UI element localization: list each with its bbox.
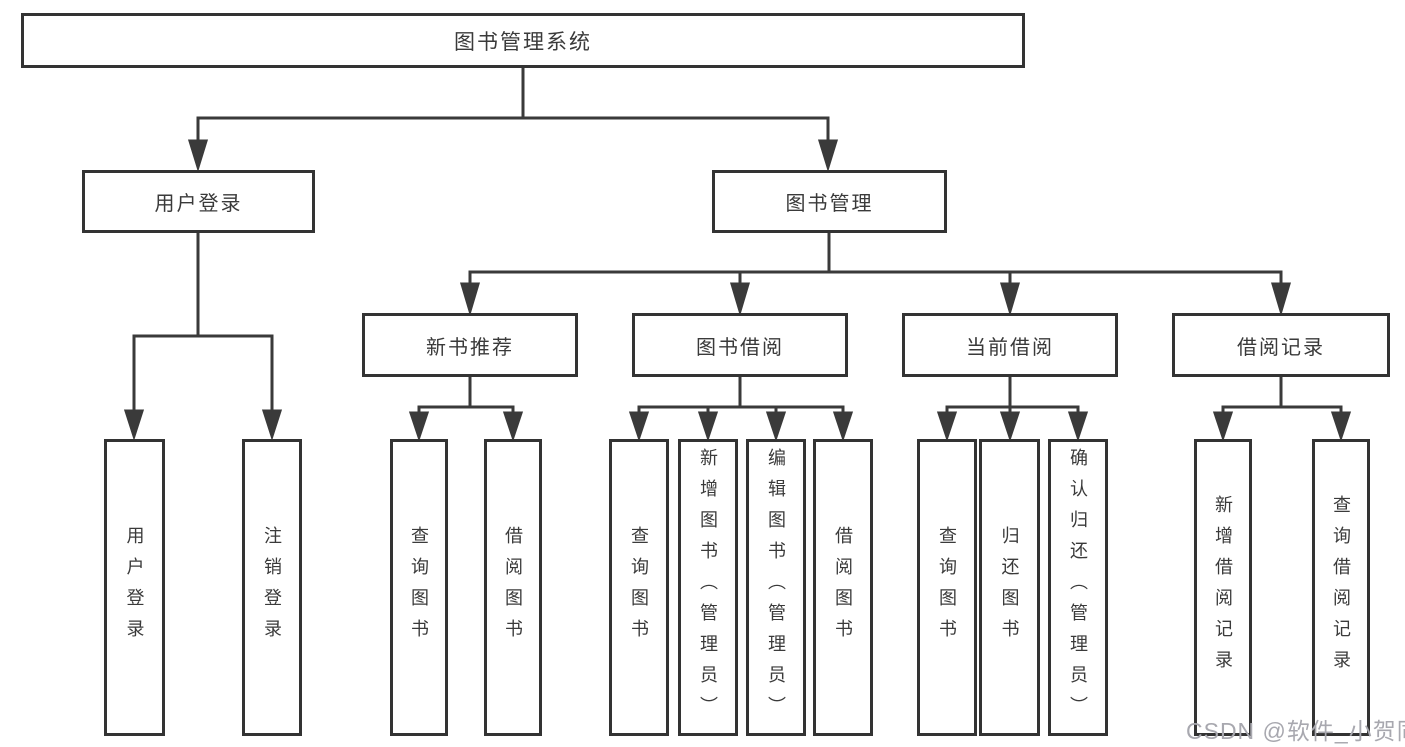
leaf-query-borrow-record-label: 查询借阅记录	[1331, 494, 1351, 681]
leaf-query-books-1-label: 查询图书	[409, 525, 429, 650]
leaf-edit-book-admin-label: 编辑图书（管理员）	[766, 448, 786, 727]
node-user-login-label: 用户登录	[154, 193, 243, 215]
node-user-login: 用户登录	[82, 170, 315, 233]
leaf-borrow-books-1: 借阅图书	[484, 439, 542, 736]
leaf-query-books-2-label: 查询图书	[629, 525, 649, 650]
node-book-management: 图书管理	[712, 170, 947, 233]
leaf-confirm-return-admin-label: 确认归还（管理员）	[1068, 448, 1088, 727]
leaf-add-borrow-record-label: 新增借阅记录	[1213, 494, 1233, 681]
node-book-management-label: 图书管理	[785, 193, 874, 215]
leaf-logout-label: 注销登录	[262, 525, 282, 650]
node-new-book-recommend: 新书推荐	[362, 313, 578, 377]
node-borrow-records-label: 借阅记录	[1237, 336, 1325, 359]
leaf-add-book-admin-label: 新增图书（管理员）	[698, 448, 718, 727]
leaf-user-login: 用户登录	[104, 439, 165, 736]
leaf-user-login-label: 用户登录	[124, 525, 145, 650]
leaf-confirm-return-admin: 确认归还（管理员）	[1048, 439, 1108, 736]
leaf-add-borrow-record: 新增借阅记录	[1194, 439, 1252, 736]
leaf-add-book-admin: 新增图书（管理员）	[678, 439, 738, 736]
leaf-borrow-books-2-label: 借阅图书	[833, 525, 853, 650]
leaf-return-book: 归还图书	[979, 439, 1040, 736]
leaf-logout: 注销登录	[242, 439, 302, 736]
leaf-borrow-books-2: 借阅图书	[813, 439, 873, 736]
node-book-borrow: 图书借阅	[632, 313, 848, 377]
leaf-query-borrow-record: 查询借阅记录	[1312, 439, 1370, 736]
leaf-query-books-3: 查询图书	[917, 439, 977, 736]
leaf-query-books-2: 查询图书	[609, 439, 669, 736]
node-current-borrow: 当前借阅	[902, 313, 1118, 377]
node-root: 图书管理系统	[21, 13, 1025, 68]
leaf-return-book-label: 归还图书	[999, 525, 1020, 650]
node-current-borrow-label: 当前借阅	[966, 336, 1054, 359]
leaf-borrow-books-1-label: 借阅图书	[503, 525, 523, 650]
leaf-query-books-3-label: 查询图书	[937, 525, 957, 650]
node-borrow-records: 借阅记录	[1172, 313, 1390, 377]
node-new-book-recommend-label: 新书推荐	[426, 336, 514, 359]
node-root-label: 图书管理系统	[454, 30, 592, 54]
node-book-borrow-label: 图书借阅	[696, 336, 784, 359]
leaf-query-books-1: 查询图书	[390, 439, 448, 736]
csdn-watermark: CSDN @软件_小贺同学	[1186, 718, 1405, 744]
leaf-edit-book-admin: 编辑图书（管理员）	[746, 439, 806, 736]
